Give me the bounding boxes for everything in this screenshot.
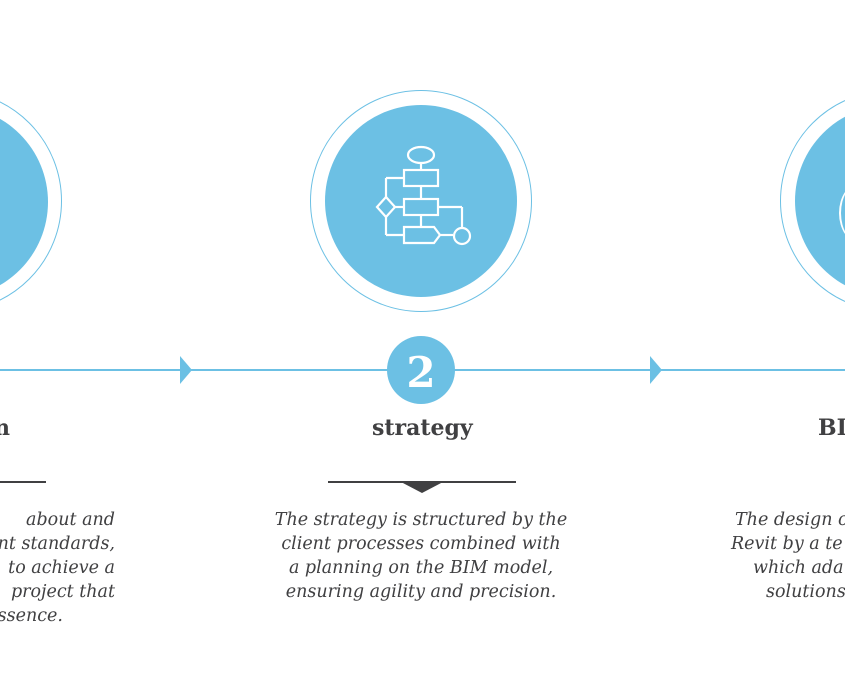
timeline-arrow-1 xyxy=(180,356,192,384)
step-2-divider xyxy=(328,481,516,483)
step-1-divider xyxy=(0,481,46,483)
flowchart-icon xyxy=(366,144,476,258)
timeline-arrow-2 xyxy=(650,356,662,384)
step-2-title: strategy xyxy=(372,415,473,441)
step-2-number-badge: 2 xyxy=(387,336,455,404)
step-1-description: about and nt standards, to achieve a pro… xyxy=(0,510,115,626)
step-3-title: BI xyxy=(818,415,845,441)
step-2-description: The strategy is structured by the client… xyxy=(274,510,568,602)
step-2-number: 2 xyxy=(406,348,436,397)
partial-icon xyxy=(839,183,845,243)
step-1-title: n xyxy=(0,415,10,441)
step-2-pointer xyxy=(401,482,443,493)
step-2-circle xyxy=(325,105,517,297)
step-3-description: The design o Revit by a te which ada sol… xyxy=(731,510,845,602)
step-2-ring xyxy=(310,90,532,312)
